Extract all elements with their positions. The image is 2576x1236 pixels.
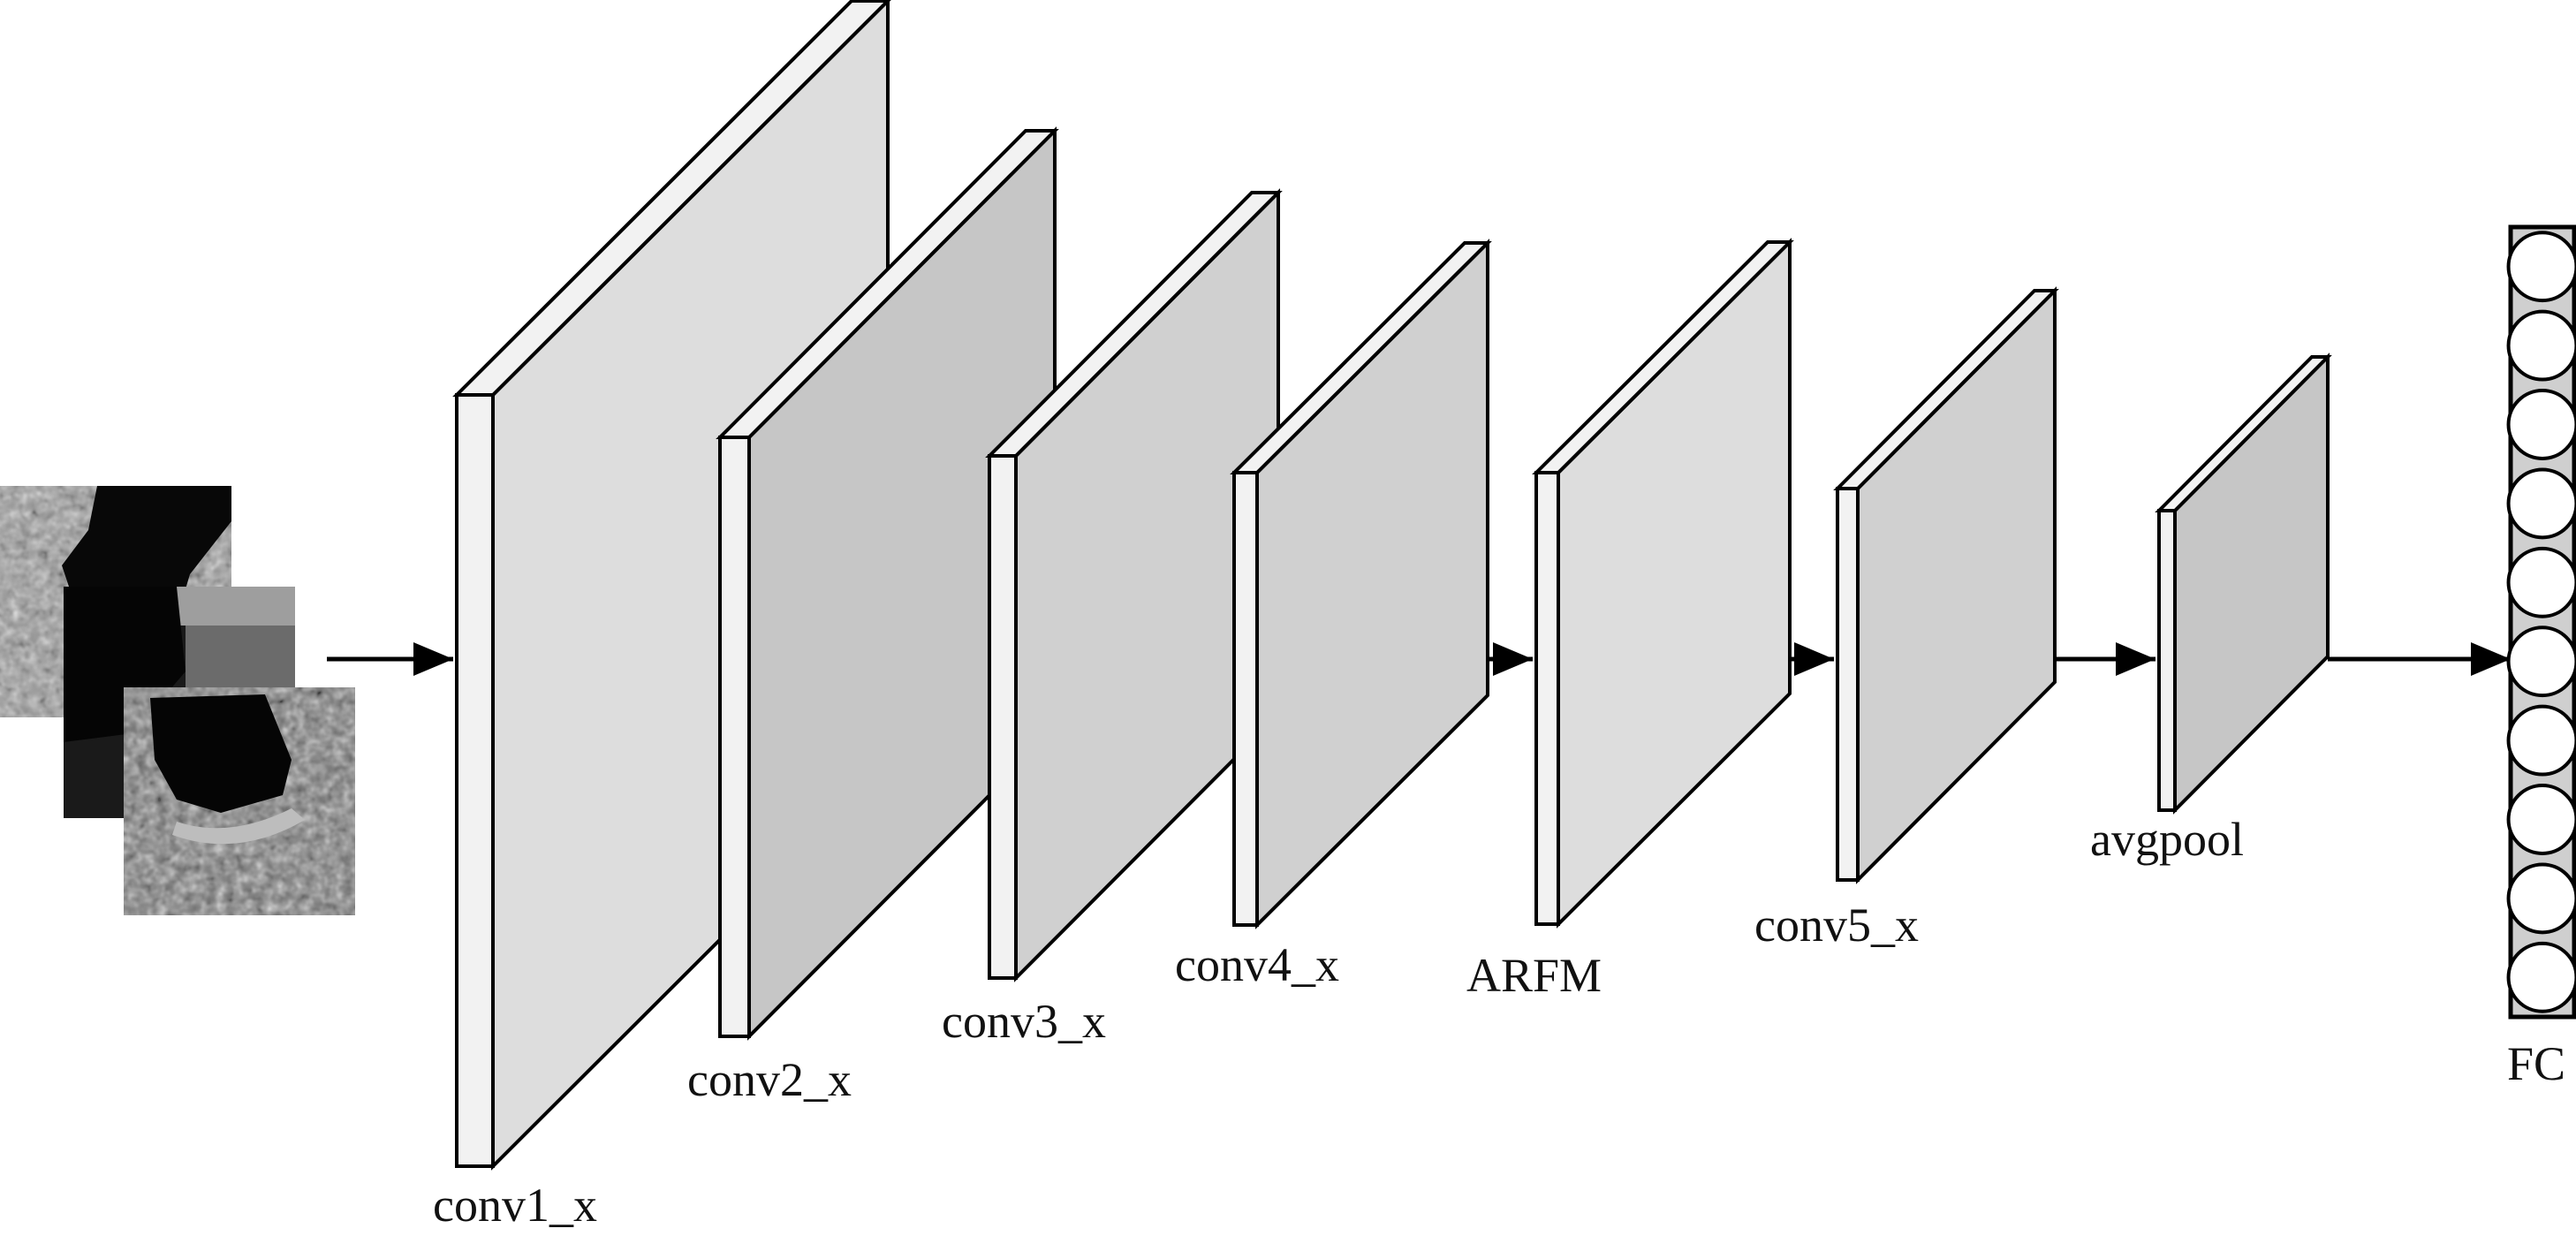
layer-conv3-label: conv3_x bbox=[942, 995, 1106, 1048]
fc-node bbox=[2506, 704, 2576, 777]
fc-label: FC bbox=[2507, 1037, 2565, 1090]
layer-conv1-label: conv1_x bbox=[433, 1179, 597, 1232]
fc-node bbox=[2506, 467, 2576, 540]
layer-avgpool: avgpool bbox=[2090, 353, 2332, 866]
layer-conv5: conv5_x bbox=[1754, 286, 2059, 952]
input-image-3 bbox=[124, 687, 355, 915]
fc-node bbox=[2506, 862, 2576, 935]
layer-conv3-front bbox=[988, 454, 1018, 980]
layer-arfm-front bbox=[1534, 471, 1560, 926]
layer-conv2-front bbox=[718, 436, 751, 1038]
fc-node bbox=[2506, 941, 2576, 1013]
fc-node bbox=[2506, 626, 2576, 698]
fc-node bbox=[2506, 389, 2576, 460]
layer-conv4-label: conv4_x bbox=[1175, 938, 1339, 991]
layer-conv2-label: conv2_x bbox=[687, 1053, 852, 1106]
fc-node bbox=[2506, 546, 2576, 618]
fc-node bbox=[2506, 784, 2576, 855]
layer-conv4-front bbox=[1232, 471, 1259, 927]
input-image-stack-icon bbox=[0, 486, 355, 915]
layer-conv5-label: conv5_x bbox=[1754, 899, 1919, 952]
fc-layer: FC bbox=[2506, 224, 2576, 1090]
layer-avgpool-label: avgpool bbox=[2090, 813, 2244, 866]
layer-avgpool-front bbox=[2157, 509, 2177, 812]
layer-conv4: conv4_x bbox=[1175, 239, 1492, 991]
fc-node bbox=[2506, 309, 2576, 382]
layer-conv1: conv1_x bbox=[433, 0, 891, 1232]
layer-arfm-label: ARFM bbox=[1466, 949, 1602, 1002]
fc-node bbox=[2506, 231, 2576, 303]
layer-group: conv1_x conv2_x conv3_x conv4_x ARFM conv5_x a… bbox=[433, 0, 2332, 1232]
layer-conv1-front bbox=[455, 393, 495, 1168]
layer-arfm: ARFM bbox=[1466, 238, 1794, 1002]
layer-conv5-front bbox=[1836, 487, 1860, 882]
